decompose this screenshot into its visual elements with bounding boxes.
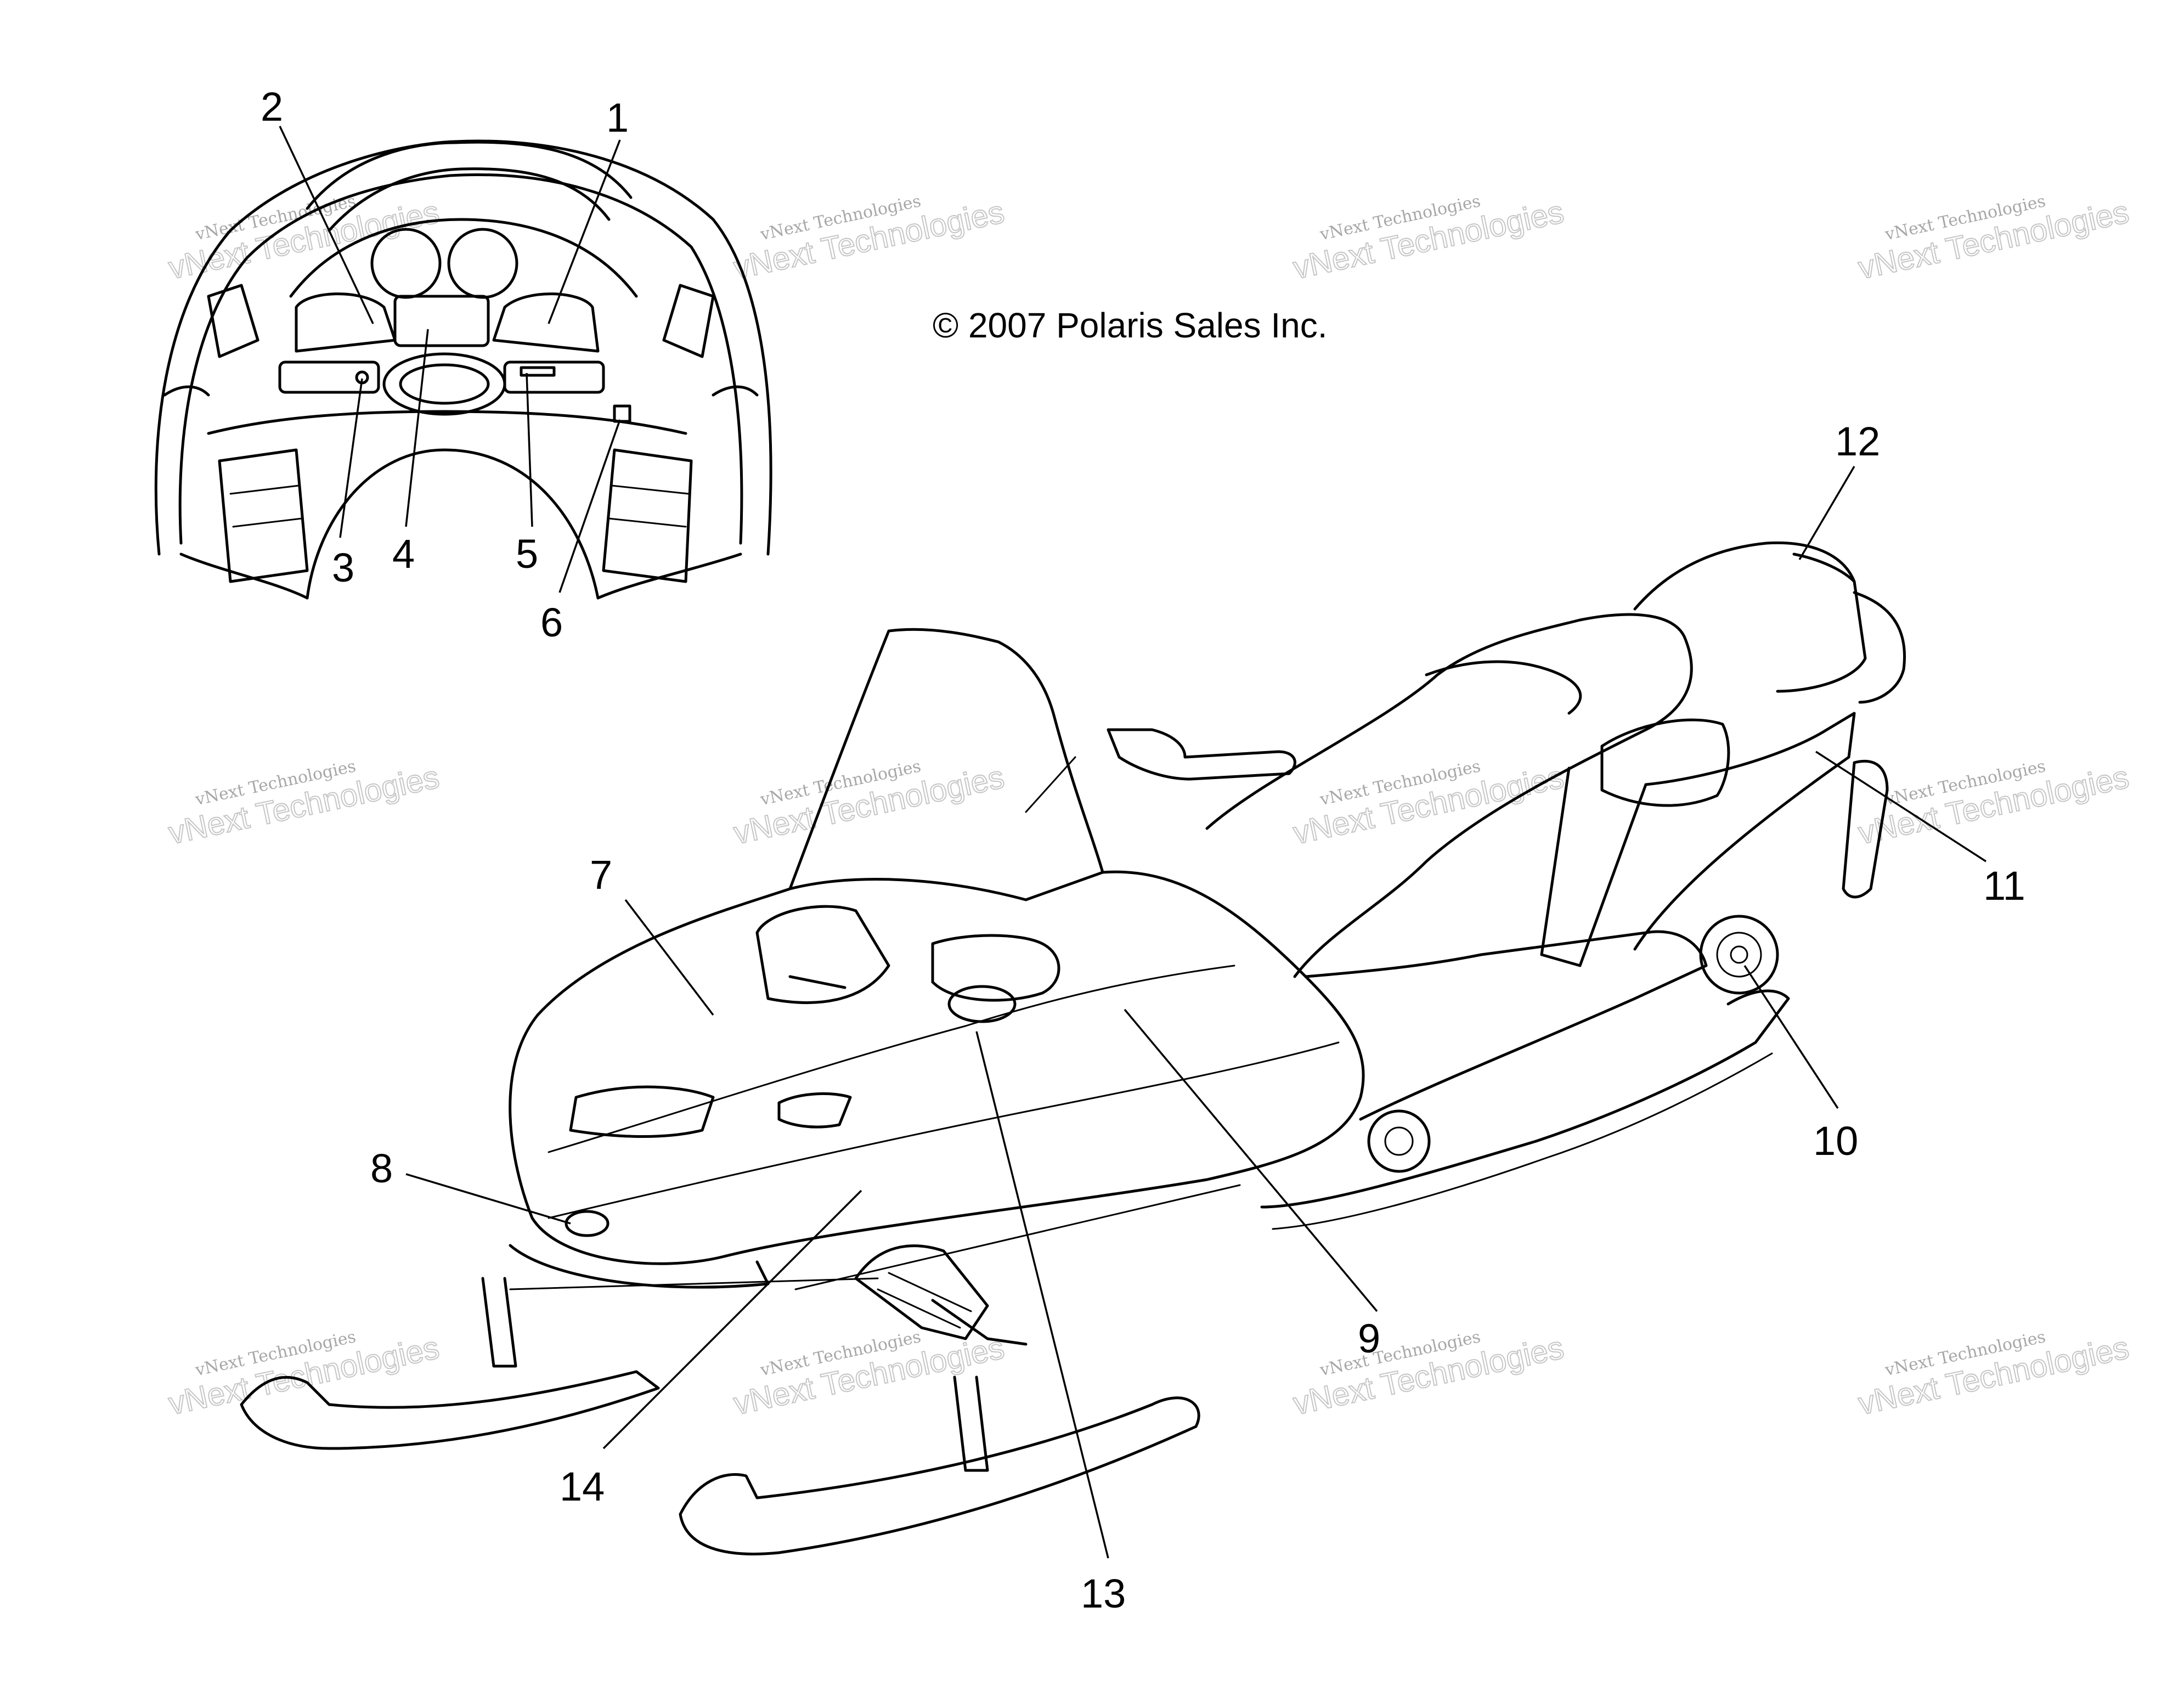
callout-2: 2: [261, 84, 283, 129]
callout-5: 5: [516, 531, 538, 577]
hood-inset-drawing: [154, 139, 772, 600]
callout-6: 6: [540, 600, 563, 645]
callout-14: 14: [560, 1464, 605, 1509]
callout-1: 1: [606, 95, 629, 140]
callout-4: 4: [392, 531, 415, 577]
callout-13: 13: [1081, 1571, 1126, 1616]
callout-8: 8: [370, 1146, 393, 1191]
snowmobile-drawing: [240, 541, 1906, 1555]
callout-11: 11: [1983, 863, 2025, 909]
callout-9: 9: [1358, 1316, 1380, 1361]
copyright-notice: © 2007 Polaris Sales Inc.: [933, 306, 1328, 345]
callout-10: 10: [1813, 1118, 1858, 1164]
callout-7: 7: [590, 852, 612, 898]
callout-12: 12: [1835, 419, 1880, 464]
leader-lines: [279, 126, 1987, 1559]
callout-3: 3: [332, 545, 354, 590]
callout-labels: 1 2 3 4 5 6 7 8 9 10 11 12 13 14: [261, 84, 2025, 1616]
